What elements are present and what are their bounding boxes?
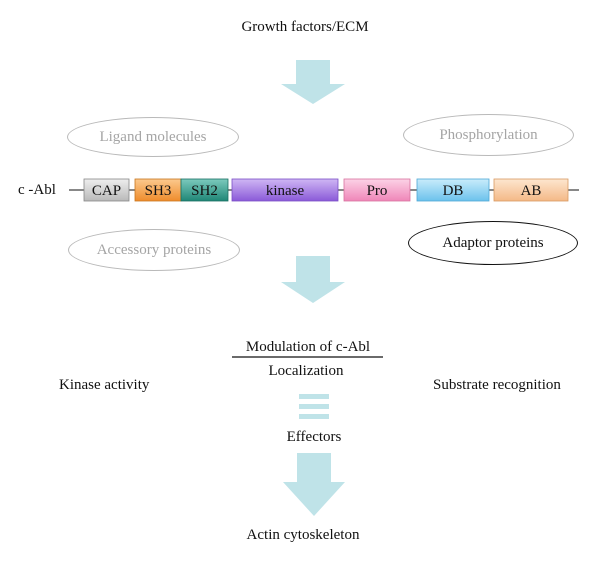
domain-pro-box xyxy=(343,178,411,202)
modulation-title: Modulation of c-Abl xyxy=(245,339,371,355)
down-arrow-3 xyxy=(283,453,345,516)
actin-cytoskeleton-label: Actin cytoskeleton xyxy=(246,527,360,543)
domain-db-box xyxy=(416,178,490,202)
domain-kinase-box xyxy=(231,178,339,202)
domain-kinase: kinase xyxy=(265,182,305,199)
down-arrow-1 xyxy=(281,60,345,104)
domain-sh3: SH3 xyxy=(144,182,172,199)
ligand-molecules-label: Ligand molecules xyxy=(99,128,207,145)
accessory-proteins-label: Accessory proteins xyxy=(96,241,212,258)
substrate-recognition-label: Substrate recognition xyxy=(433,377,561,393)
effectors-label: Effectors xyxy=(286,429,342,445)
kinase-activity-label: Kinase activity xyxy=(59,377,150,393)
ligand-molecules-ellipse: Ligand molecules xyxy=(67,117,239,157)
growth-factors-label: Growth factors/ECM xyxy=(241,19,369,35)
down-arrow-2 xyxy=(281,256,345,303)
protein-name-label: c -Abl xyxy=(18,182,56,198)
domain-cap: CAP xyxy=(91,182,122,199)
adaptor-proteins-label: Adaptor proteins xyxy=(442,234,544,251)
accessory-proteins-ellipse: Accessory proteins xyxy=(68,229,240,271)
domain-sh2-box xyxy=(180,178,229,202)
domain-db: DB xyxy=(442,182,464,199)
domain-pro: Pro xyxy=(366,182,388,199)
domain-ab-box xyxy=(493,178,569,202)
domain-sh2: SH2 xyxy=(191,182,218,199)
adaptor-proteins-ellipse: Adaptor proteins xyxy=(408,221,578,265)
phosphorylation-label: Phosphorylation xyxy=(439,126,538,143)
localization-label: Localization xyxy=(268,363,344,379)
domain-ab: AB xyxy=(520,182,542,199)
equals-bars-icon xyxy=(299,394,329,419)
domain-cap-box xyxy=(83,178,130,202)
phosphorylation-ellipse: Phosphorylation xyxy=(403,114,574,156)
